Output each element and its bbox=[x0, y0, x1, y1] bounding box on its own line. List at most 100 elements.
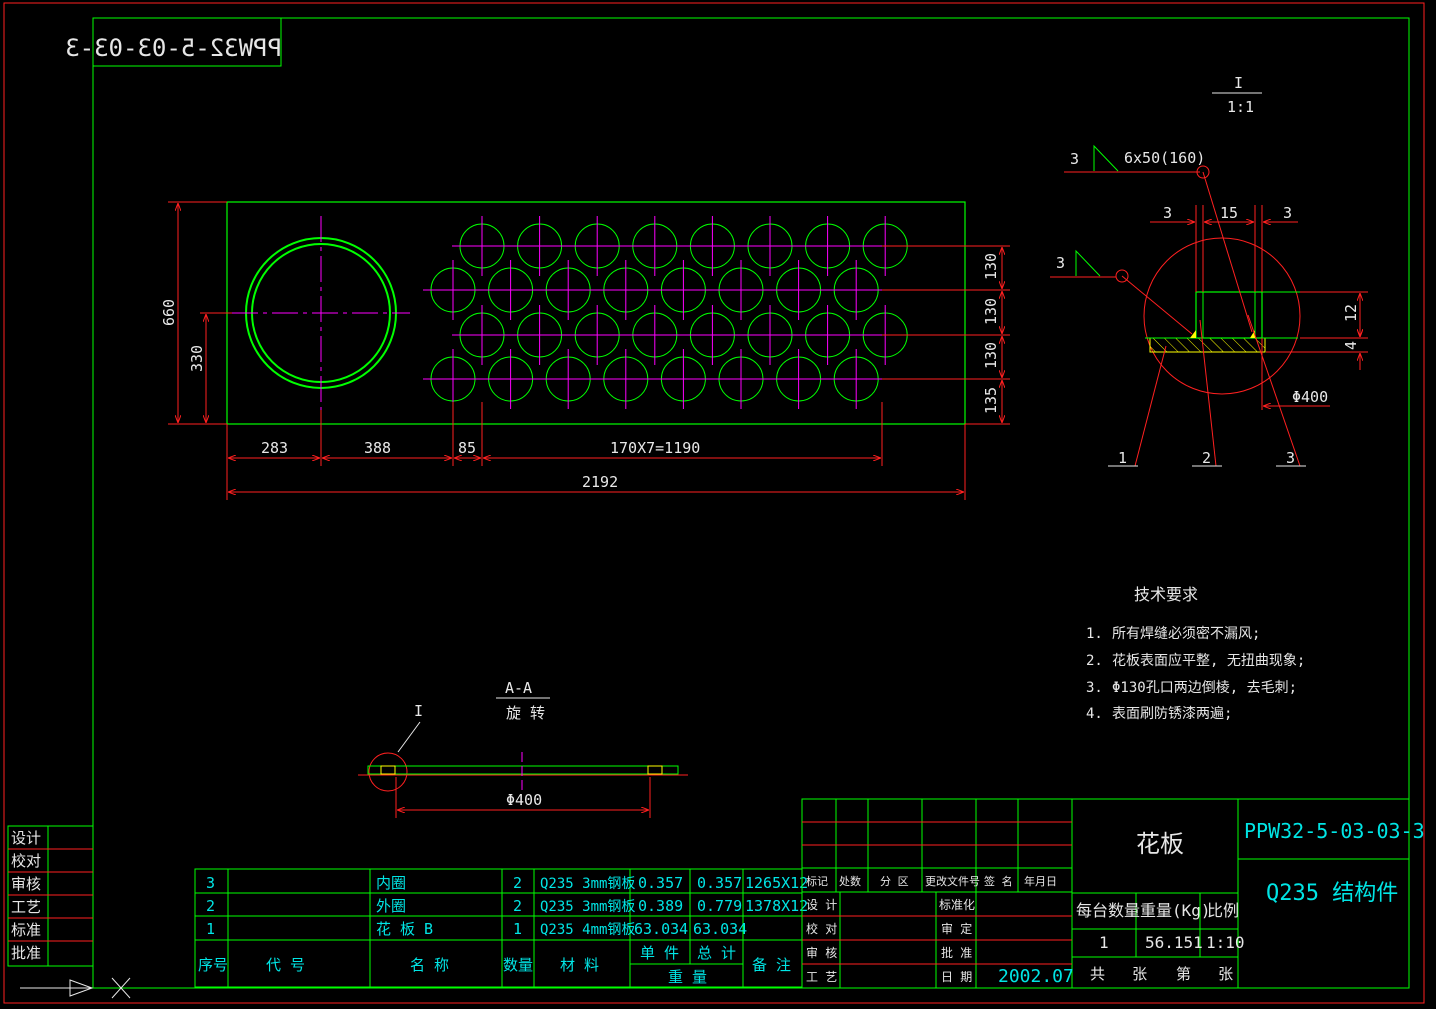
role-review: 审 核 bbox=[806, 945, 837, 960]
mirrored-drawing-number: PPW32-5-03-03-3 bbox=[65, 34, 282, 62]
row2-material: Q235 3mm钢板 bbox=[540, 899, 635, 915]
stamp-design: 设计 bbox=[11, 829, 41, 847]
hdr-total: 总 计 bbox=[697, 944, 736, 962]
hdr-unit: 单 件 bbox=[640, 944, 679, 962]
ucs-icon bbox=[20, 977, 131, 999]
detail-dim-3-left: 3 bbox=[1163, 204, 1172, 222]
tech-item-1-text: 所有焊缝必须密不漏风; bbox=[1112, 625, 1260, 642]
row1-qty: 1 bbox=[513, 920, 522, 938]
row2-no: 2 bbox=[206, 897, 215, 915]
dim-2192: 2192 bbox=[582, 473, 618, 491]
weight-value: 56.151 bbox=[1145, 933, 1203, 952]
inner-frame bbox=[92, 17, 1410, 989]
row3-remark: 1265X12 bbox=[745, 874, 808, 892]
dim-135: 135 bbox=[982, 387, 1000, 414]
tech-item-4-num: 4. bbox=[1086, 706, 1103, 722]
side-stamp: 设计 校对 审核 工艺 标准 批准 bbox=[7, 825, 94, 967]
row3-material: Q235 3mm钢板 bbox=[540, 876, 635, 892]
row2-name: 外圈 bbox=[376, 897, 406, 915]
role-audit: 审 定 bbox=[941, 921, 972, 936]
dim-130-a: 130 bbox=[982, 253, 1000, 280]
detail-dim-15: 15 bbox=[1220, 204, 1238, 222]
tech-item-3-num: 3. bbox=[1086, 680, 1103, 696]
outer-border bbox=[3, 2, 1425, 1004]
rev-count: 处数 bbox=[839, 875, 861, 888]
row3-no: 3 bbox=[206, 874, 215, 892]
tech-item-2-text: 花板表面应平整, 无扭曲现象; bbox=[1112, 652, 1305, 669]
rev-date: 年月日 bbox=[1024, 874, 1057, 888]
detail-ring bbox=[1195, 291, 1263, 339]
tech-item-3: 3. Φ130孔口两边倒棱, 去毛刺; bbox=[1086, 680, 1297, 696]
dim-130-b: 130 bbox=[982, 298, 1000, 325]
main-dimensions bbox=[168, 201, 1010, 500]
stamp-standard: 标准 bbox=[11, 921, 41, 939]
row2-qty: 2 bbox=[513, 897, 522, 915]
row2-unit: 0.389 bbox=[638, 897, 683, 915]
detail-view: I 1:1 3 6x50(160) 3 bbox=[1050, 74, 1368, 467]
hdr-no: 序号 bbox=[198, 956, 228, 974]
parts-row-3: 3 内圈 2 Q235 3mm钢板 0.357 0.357 1265X12 bbox=[206, 874, 808, 892]
row2-total: 0.779 bbox=[697, 897, 742, 915]
date-value: 2002.07 bbox=[998, 966, 1074, 987]
detail-title: I bbox=[1234, 74, 1243, 92]
stamp-review: 审核 bbox=[11, 875, 41, 893]
mirrored-number-box: PPW32-5-03-03-3 bbox=[65, 17, 282, 67]
sheet-number: 第 张 bbox=[1176, 965, 1233, 983]
tech-title: 技术要求 bbox=[1134, 585, 1198, 604]
row2-remark: 1378X12 bbox=[745, 897, 808, 915]
hdr-qty: 数量 bbox=[503, 956, 533, 974]
main-dimension-text: 660 330 130 130 130 135 283 388 85 170X7… bbox=[160, 253, 1000, 491]
hdr-weight: 重 量 bbox=[668, 968, 707, 986]
dim-660: 660 bbox=[160, 299, 178, 326]
section-diameter: Φ400 bbox=[506, 791, 542, 809]
dim-330: 330 bbox=[188, 345, 206, 372]
row1-material: Q235 4mm钢板 bbox=[540, 922, 635, 938]
hdr-remark: 备 注 bbox=[752, 956, 791, 974]
tech-item-4-text: 表面刷防锈漆两遍; bbox=[1112, 706, 1232, 722]
qty-label: 每台数量 bbox=[1076, 901, 1140, 920]
tech-item-1: 1. 所有焊缝必须密不漏风; bbox=[1086, 625, 1260, 642]
stamp-process: 工艺 bbox=[11, 898, 41, 916]
part-name: 花板 bbox=[1136, 830, 1184, 858]
role-date: 日 期 bbox=[941, 970, 972, 984]
row3-qty: 2 bbox=[513, 874, 522, 892]
detail-dim-12: 12 bbox=[1342, 304, 1360, 322]
hole-array bbox=[423, 216, 916, 409]
tech-item-4: 4. 表面刷防锈漆两遍; bbox=[1086, 706, 1232, 722]
tech-requirements: 技术要求 1. 所有焊缝必须密不漏风; 2. 花板表面应平整, 无扭曲现象; 3… bbox=[1086, 585, 1305, 722]
scale-label: 比例 bbox=[1207, 901, 1239, 920]
detail-dim-4: 4 bbox=[1342, 341, 1360, 350]
row3-name: 内圈 bbox=[376, 874, 406, 892]
revision-headers: 标记 处数 分 区 更改文件号 签 名 年月日 bbox=[806, 874, 1057, 888]
dim-388: 388 bbox=[364, 439, 391, 457]
weight-label: 重量(Kg) bbox=[1140, 901, 1211, 920]
drawing-number: PPW32-5-03-03-3 bbox=[1244, 819, 1425, 843]
row1-total: 63.034 bbox=[693, 920, 747, 938]
row1-unit: 63.034 bbox=[634, 920, 688, 938]
leader-2: 2 bbox=[1202, 449, 1211, 467]
stamp-approve: 批准 bbox=[11, 944, 41, 962]
row3-unit: 0.357 bbox=[638, 874, 683, 892]
row1-name: 花 板 B bbox=[376, 920, 433, 938]
row1-no: 1 bbox=[206, 920, 215, 938]
main-view bbox=[226, 201, 966, 425]
dim-170x7: 170X7=1190 bbox=[610, 439, 700, 457]
detail-dim-3-right: 3 bbox=[1283, 204, 1292, 222]
hdr-name: 名 称 bbox=[410, 956, 449, 974]
detail-circle bbox=[1143, 237, 1301, 395]
roles-right: 标准化 审 定 批 准 日 期 bbox=[939, 898, 975, 984]
section-view: A-A 旋 转 I Φ400 bbox=[358, 679, 688, 818]
tech-item-1-num: 1. bbox=[1086, 626, 1103, 642]
stamp-check: 校对 bbox=[11, 852, 41, 870]
weld-top-spec: 6x50(160) bbox=[1124, 149, 1205, 167]
weld-top-number: 3 bbox=[1070, 150, 1079, 168]
dim-85: 85 bbox=[458, 439, 476, 457]
parts-header: 序号 代 号 名 称 数量 材 料 单 件 总 计 重 量 备 注 bbox=[198, 944, 791, 986]
dim-130-c: 130 bbox=[982, 342, 1000, 369]
parts-row-1: 1 花 板 B 1 Q235 4mm钢板 63.034 63.034 bbox=[206, 920, 747, 938]
tech-item-2-num: 2. bbox=[1086, 653, 1103, 669]
role-process: 工 艺 bbox=[806, 970, 837, 984]
sheets-total: 共 张 bbox=[1090, 965, 1147, 983]
title-block: 花板 PPW32-5-03-03-3 Q235 结构件 标记 处数 分 区 更改… bbox=[801, 798, 1425, 989]
